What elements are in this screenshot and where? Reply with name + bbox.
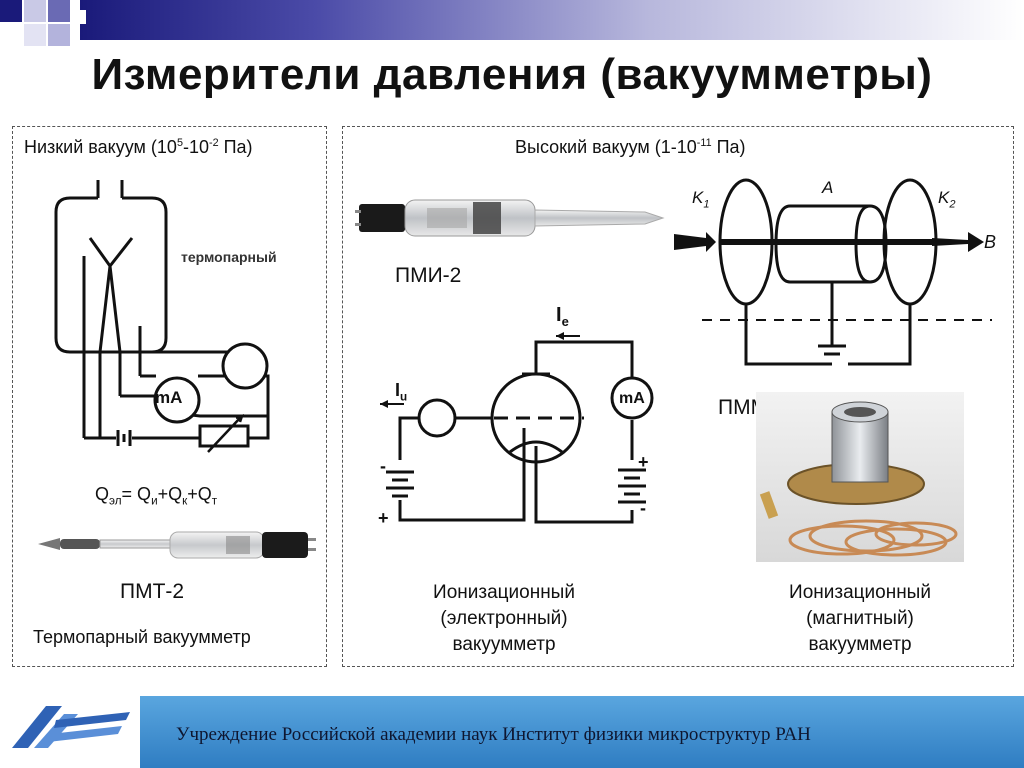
high-vacuum-header: Высокий вакуум (1-10-11 Па) (515, 137, 746, 157)
thermocouple-gauge-caption: Термопарный вакуумметр (33, 627, 251, 647)
heat-balance-formula: Qэл= Qи+Qк+Qт (95, 484, 218, 508)
cathode-k2-label: K2 (938, 188, 956, 211)
slide-title: Измерители давления (вакуумметры) (91, 50, 933, 99)
low-vacuum-panel (12, 126, 327, 667)
battery-minus-left: - (380, 456, 386, 476)
thermocouple-label: термопарный (181, 249, 277, 265)
low-vacuum-header: Низкий вакуум (105-10-2 Па) (24, 137, 253, 157)
pmm32-gauge-photo (756, 392, 964, 562)
electron-current-label: Ie (556, 304, 569, 329)
pmt2-label: ПМТ-2 (120, 580, 185, 603)
ionization-ma-meter-label: mA (619, 390, 645, 407)
ma-meter-label: mA (155, 388, 183, 407)
thermocouple-gauge-schematic (54, 180, 270, 453)
ion-electronic-caption: Ионизационный (электронный) вакуумметр (433, 582, 575, 655)
ion-magnetic-caption: Ионизационный (магнитный) вакуумметр (789, 582, 931, 655)
battery-minus-right: - (640, 498, 646, 518)
battery-plus-left: + (378, 508, 389, 528)
corner-squares-decoration (0, 0, 86, 46)
ionization-gauge-schematic (380, 332, 654, 524)
cathode-k1-label: K1 (692, 188, 710, 211)
battery-plus-right: + (638, 452, 649, 472)
pmt2-tube-photo (38, 531, 316, 559)
footer-institution-text: Учреждение Российской академии наук Инст… (176, 724, 811, 745)
footer-bar (140, 696, 1024, 768)
ion-current-label: Iu (395, 380, 408, 404)
magnetron-gauge-schematic (674, 178, 992, 366)
magnetic-field-b-label: B (984, 232, 997, 252)
institute-logo (12, 706, 130, 748)
high-vacuum-panel (342, 126, 1014, 667)
anode-a-label: A (822, 178, 834, 197)
pmi2-label: ПМИ-2 (395, 264, 462, 287)
pmi2-tube-photo (355, 199, 665, 237)
title-gradient-bar (80, 0, 1024, 40)
